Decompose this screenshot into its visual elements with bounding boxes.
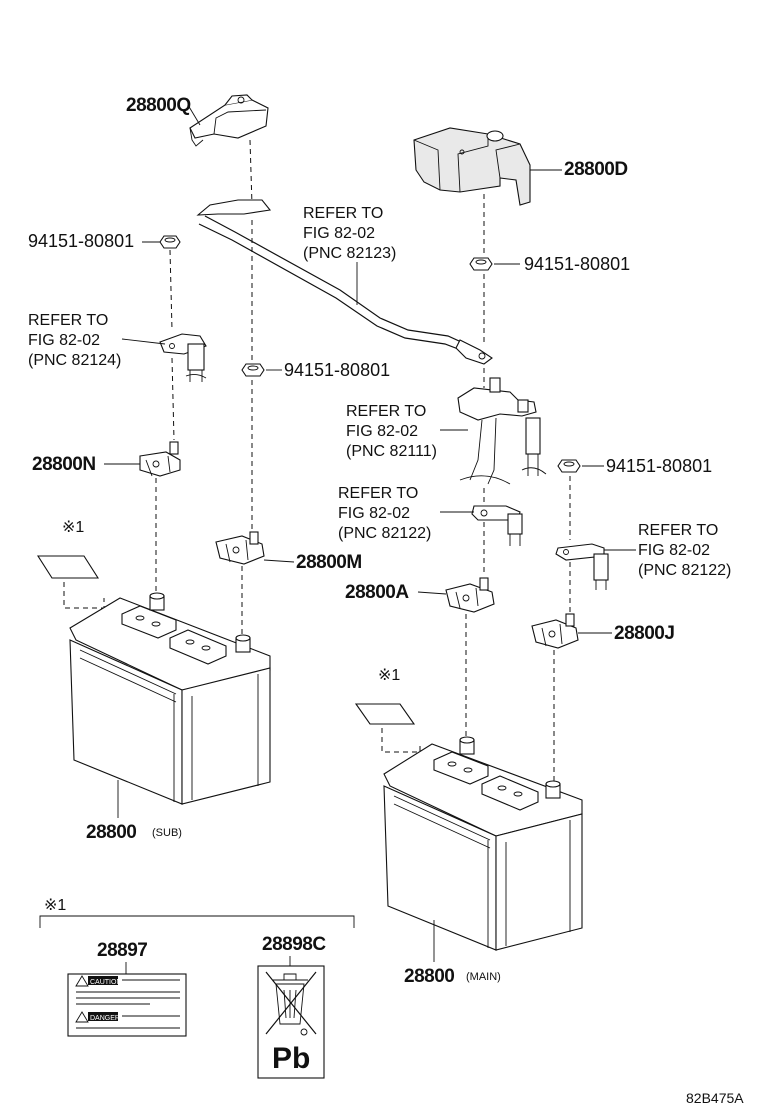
- part-28800A-clamp[interactable]: [445, 577, 495, 613]
- part-28800M-clamp[interactable]: [215, 531, 265, 565]
- svg-text:FIG 82-02: FIG 82-02: [638, 542, 710, 559]
- svg-text:(PNC 82111): (PNC 82111): [346, 443, 437, 460]
- dash-sticker-left: [63, 582, 105, 609]
- dash-28800Q: [249, 139, 253, 206]
- label-nut-right-top: 94151-80801: [524, 254, 630, 274]
- ref-82123: REFER TO FIG 82-02 (PNC 82123): [303, 205, 396, 262]
- label-battery-sub-suffix: (SUB): [152, 827, 182, 839]
- label-nut-mid: 94151-80801: [284, 360, 390, 380]
- nut-right-top[interactable]: [469, 257, 493, 271]
- label-battery-sub: 28800: [86, 822, 136, 843]
- svg-text:(PNC 82122): (PNC 82122): [638, 562, 731, 579]
- label-28800M: 28800M: [296, 552, 362, 573]
- ref-82111: REFER TO FIG 82-02 (PNC 82111): [346, 403, 437, 460]
- leader-28800M: [263, 559, 295, 563]
- terminal-82122-center[interactable]: [471, 505, 523, 546]
- leader-28800Q: [187, 104, 201, 126]
- svg-text:REFER TO: REFER TO: [346, 403, 426, 420]
- label-nut-left: 94151-80801: [28, 231, 134, 251]
- svg-text:REFER TO: REFER TO: [303, 205, 383, 222]
- part-28800N-clamp[interactable]: [139, 441, 181, 477]
- dash-nut-left: [169, 249, 173, 331]
- svg-text:(PNC 82122): (PNC 82122): [338, 525, 431, 542]
- label-28800J: 28800J: [614, 623, 674, 644]
- caution-label-title-2: DANGER: [90, 1015, 120, 1022]
- battery-sub[interactable]: [69, 592, 271, 805]
- dash-sticker-right: [381, 728, 421, 753]
- label-nut-right-mid: 94151-80801: [606, 456, 712, 476]
- svg-text:FIG 82-02: FIG 82-02: [303, 225, 375, 242]
- svg-text:(PNC 82124): (PNC 82124): [28, 352, 121, 369]
- caution-label-28897[interactable]: CAUTION DANGER: [67, 973, 187, 1037]
- label-battery-main-suffix: (MAIN): [466, 971, 501, 983]
- part-28800D-cover[interactable]: [413, 127, 531, 206]
- terminal-82124[interactable]: [159, 333, 207, 382]
- leader-28800A: [417, 591, 447, 595]
- part-28800J-clamp[interactable]: [531, 613, 579, 649]
- figure-code: 82B475A: [686, 1090, 744, 1106]
- svg-text:(PNC 82123): (PNC 82123): [303, 245, 396, 262]
- nut-mid[interactable]: [241, 363, 265, 377]
- ref-82124: REFER TO FIG 82-02 (PNC 82124): [28, 312, 121, 369]
- svg-text:FIG 82-02: FIG 82-02: [346, 423, 418, 440]
- note-mark-legend: ※1: [44, 897, 66, 914]
- sticker-right[interactable]: [354, 703, 416, 725]
- part-28800Q-cover[interactable]: [189, 94, 269, 147]
- label-28897: 28897: [97, 940, 147, 961]
- leader-82124: [121, 338, 166, 345]
- ref-82122-center: REFER TO FIG 82-02 (PNC 82122): [338, 485, 431, 542]
- nut-right-mid[interactable]: [557, 459, 581, 473]
- note-mark-left: ※1: [62, 519, 84, 536]
- label-28800A: 28800A: [345, 582, 409, 603]
- nut-left[interactable]: [159, 235, 181, 249]
- label-battery-main: 28800: [404, 966, 454, 987]
- note-mark-right: ※1: [378, 667, 400, 684]
- sticker-left[interactable]: [36, 555, 100, 579]
- svg-text:REFER TO: REFER TO: [638, 522, 718, 539]
- terminal-82122-right[interactable]: [555, 543, 609, 590]
- terminal-82111[interactable]: [457, 377, 547, 485]
- recycle-label-pb: Pb: [272, 1042, 310, 1075]
- recycle-label-28898C[interactable]: Pb: [257, 965, 325, 1079]
- svg-text:REFER TO: REFER TO: [338, 485, 418, 502]
- dash-82124: [171, 357, 175, 441]
- legend-bracket: [39, 915, 355, 928]
- caution-label-title-1: CAUTION: [90, 979, 122, 986]
- battery-main[interactable]: [383, 736, 583, 951]
- label-28898C: 28898C: [262, 934, 326, 955]
- svg-text:FIG 82-02: FIG 82-02: [28, 332, 100, 349]
- label-28800N: 28800N: [32, 454, 96, 475]
- cable-82123[interactable]: [196, 199, 493, 365]
- svg-text:FIG 82-02: FIG 82-02: [338, 505, 410, 522]
- label-28800D: 28800D: [564, 159, 628, 180]
- label-28800Q: 28800Q: [126, 95, 191, 116]
- svg-text:REFER TO: REFER TO: [28, 312, 108, 329]
- ref-82122-right: REFER TO FIG 82-02 (PNC 82122): [638, 522, 731, 579]
